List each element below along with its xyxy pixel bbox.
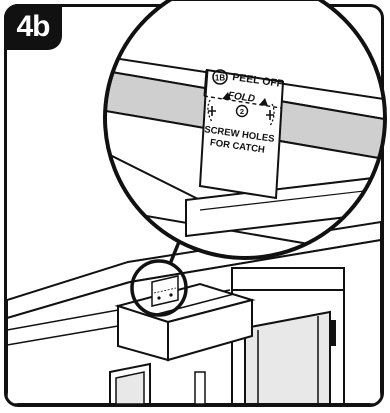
screw-hole-left-icon (207, 99, 216, 123)
door-scene (7, 220, 381, 404)
fold-number-label: 2 (240, 107, 244, 116)
step-marker-circle (212, 69, 228, 85)
door-leaf (244, 310, 331, 404)
step-badge: 4b (4, 4, 62, 50)
upper-trim (231, 267, 345, 291)
fold-number-circle (235, 104, 249, 118)
door-hinge (330, 320, 336, 346)
fold-label: FOLD (227, 90, 255, 105)
step-marker-label: 1B (215, 74, 225, 83)
zoom-circle-border (103, 0, 387, 260)
fold-line (203, 95, 282, 109)
sticker-small (151, 275, 179, 307)
detail-callout-circle (130, 259, 188, 317)
zoom-detail: 1B PEEL OFF FOLD 2 SCREW HOLES FOR CATCH (103, 0, 387, 260)
screw-hole-right-icon (266, 103, 275, 127)
catch-block-front (167, 298, 253, 362)
